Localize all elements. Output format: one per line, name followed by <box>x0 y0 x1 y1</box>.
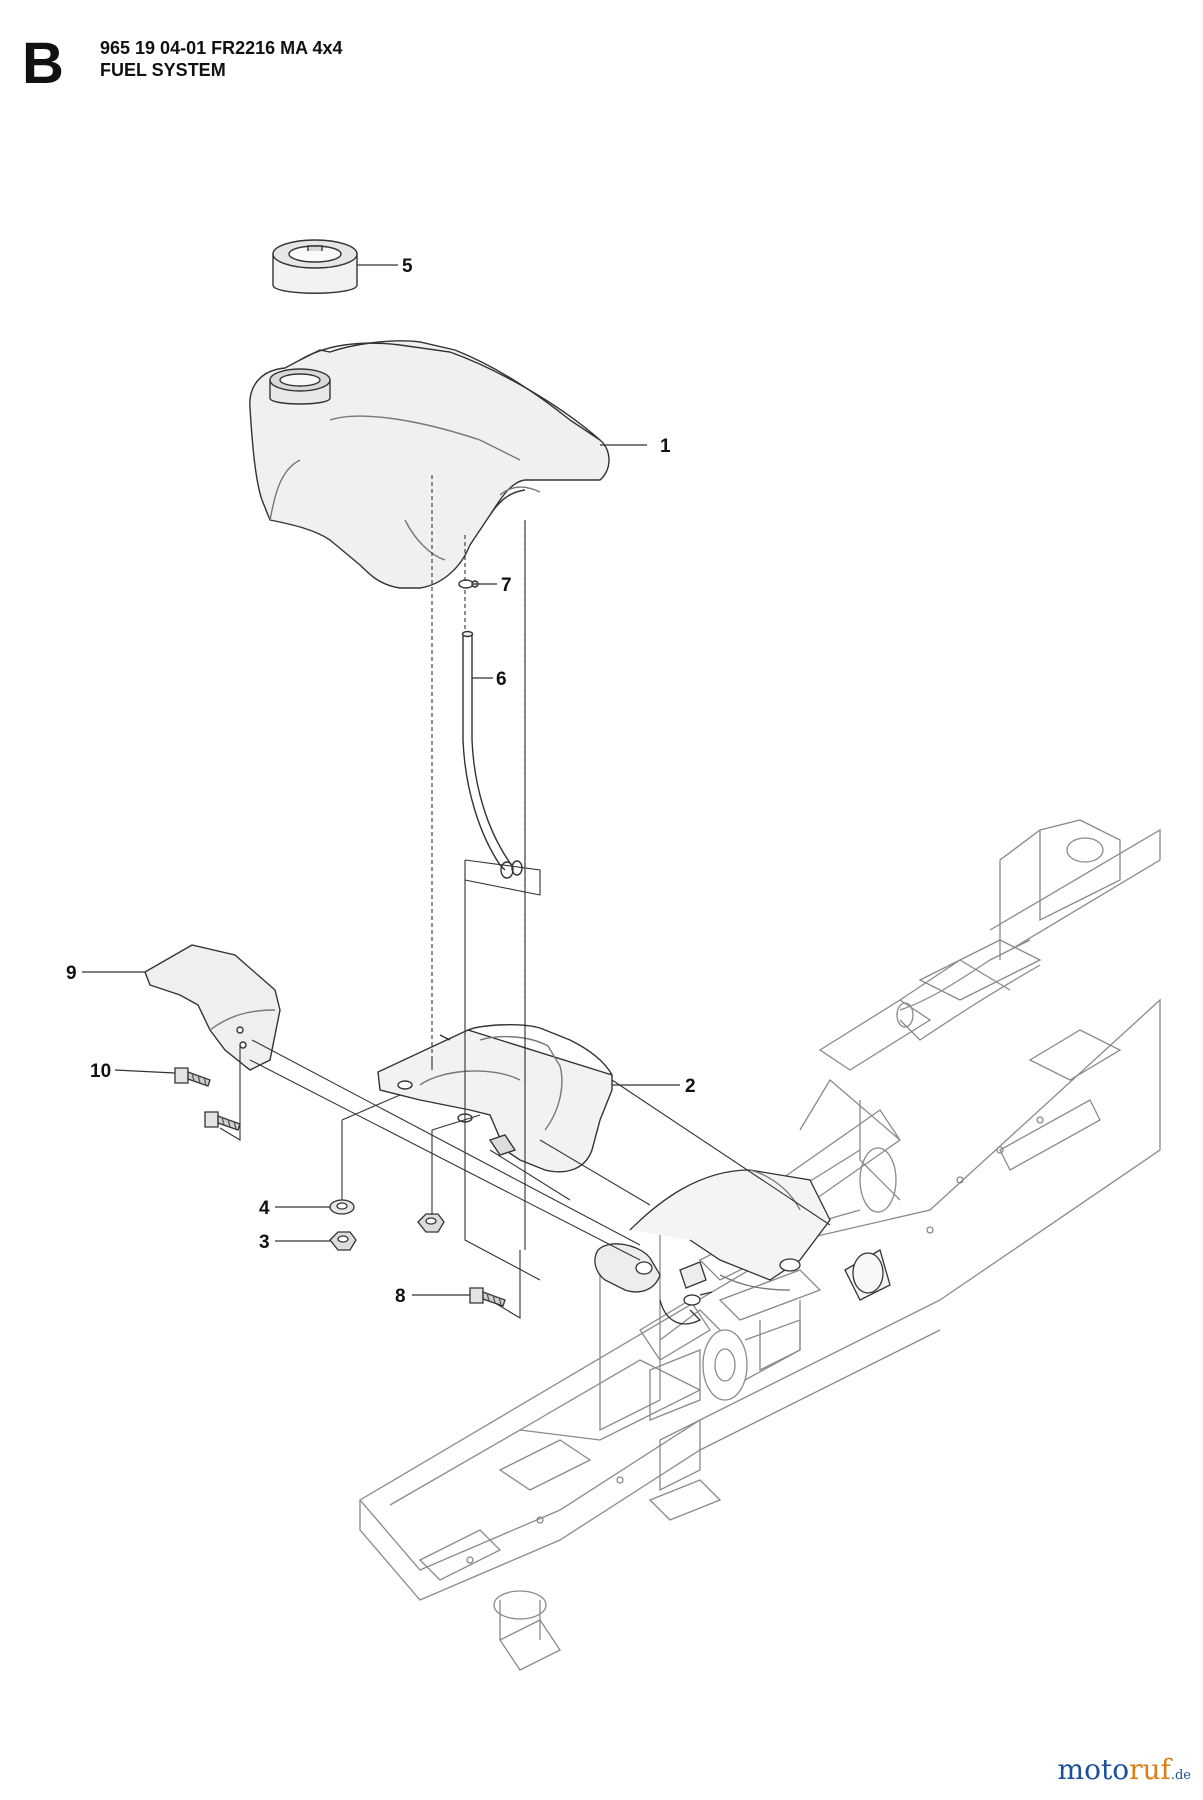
bolt-10-lower <box>204 1111 241 1131</box>
callout-1: 1 <box>660 436 671 457</box>
callout-5: 5 <box>402 256 413 277</box>
callout-9: 9 <box>66 963 77 984</box>
section-letter: B <box>22 31 64 96</box>
assembly-guides <box>219 475 831 1319</box>
washer-4 <box>329 1199 355 1215</box>
callout-leaders <box>82 264 680 1296</box>
callout-7: 7 <box>501 575 512 596</box>
callout-10: 10 <box>90 1061 111 1082</box>
callout-4: 4 <box>259 1198 270 1219</box>
fuel-hose <box>461 630 513 871</box>
nut-3-center <box>417 1213 445 1233</box>
site-watermark: motoruf.de <box>1058 1753 1191 1786</box>
callout-8: 8 <box>395 1286 406 1307</box>
bolt-10-upper <box>174 1067 211 1087</box>
model-number: 965 19 04-01 FR2216 MA 4x4 <box>100 38 343 58</box>
tank-bracket <box>377 1024 613 1173</box>
callout-labels: 1 2 3 4 5 6 7 8 9 10 <box>66 256 696 1307</box>
callout-3: 3 <box>259 1232 270 1253</box>
heat-shield <box>144 944 281 1071</box>
nut-3 <box>329 1231 357 1251</box>
watermark-suffix: .de <box>1170 1768 1191 1783</box>
fuel-valve-assembly <box>594 1169 891 1325</box>
chassis-frame <box>359 819 1161 1671</box>
system-title: FUEL SYSTEM <box>100 60 226 80</box>
bolt-8 <box>469 1287 506 1307</box>
fuel-cap <box>272 239 358 294</box>
callout-6: 6 <box>496 669 507 690</box>
watermark-part1: moto <box>1057 1753 1130 1786</box>
watermark-part2: ruf <box>1129 1753 1171 1786</box>
fuel-tank <box>249 340 610 589</box>
callout-2: 2 <box>685 1076 696 1097</box>
